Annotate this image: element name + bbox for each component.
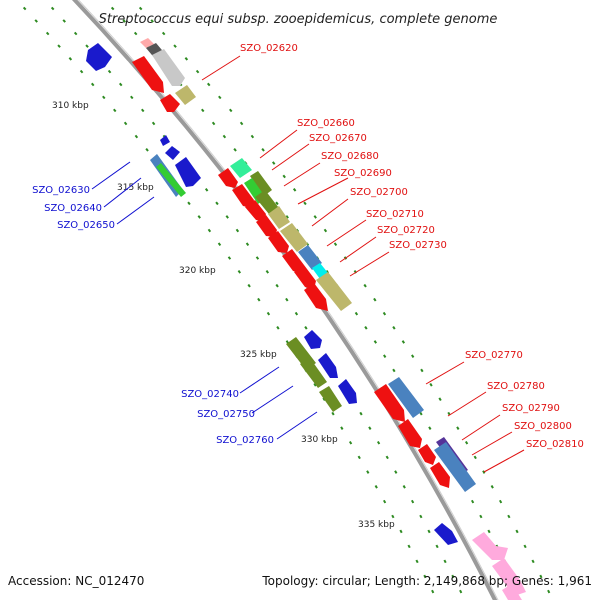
scale-label: 335 kbp	[358, 520, 395, 530]
gene-arrow[interactable]	[418, 444, 436, 465]
gene-arrow[interactable]	[502, 584, 522, 600]
forward-gene-labels: SZO_02620 SZO_02660 SZO_02670 SZO_02680 …	[240, 43, 584, 450]
gene-arrow[interactable]	[388, 377, 424, 418]
gene-arrow[interactable]	[156, 163, 186, 197]
gene-label[interactable]: SZO_02730	[389, 240, 447, 251]
gene-label[interactable]: SZO_02710	[366, 209, 424, 220]
gene-label[interactable]: SZO_02790	[502, 403, 560, 414]
gene-arrow[interactable]	[250, 171, 272, 196]
gene-label[interactable]: SZO_02800	[514, 421, 572, 432]
gene-arrow[interactable]	[132, 56, 164, 93]
scale-label: 325 kbp	[240, 350, 277, 360]
gene-arrow[interactable]	[304, 330, 322, 349]
gene-arrow[interactable]	[218, 168, 238, 188]
gene-arrow[interactable]	[86, 43, 112, 71]
gene-label[interactable]: SZO_02680	[321, 151, 379, 162]
guide-line	[15, 0, 439, 600]
gene-arrow[interactable]	[430, 462, 450, 488]
gene-arrow[interactable]	[398, 419, 422, 448]
gene-label[interactable]: SZO_02760	[216, 435, 274, 446]
scale-label: 310 kbp	[52, 101, 89, 111]
forward-strand-genes	[132, 38, 526, 600]
gene-arrow[interactable]	[232, 184, 254, 208]
gene-arrow[interactable]	[256, 215, 277, 237]
scale-label: 315 kbp	[117, 183, 154, 193]
scale-label: 320 kbp	[179, 266, 216, 276]
reverse-leader-lines	[91, 161, 318, 440]
gene-arrow[interactable]	[160, 135, 170, 146]
gene-label[interactable]: SZO_02750	[197, 409, 255, 420]
gene-label[interactable]: SZO_02810	[526, 439, 584, 450]
gene-arrow[interactable]	[230, 158, 252, 178]
guide-line	[43, 0, 467, 600]
gene-arrow[interactable]	[338, 379, 357, 404]
gene-label[interactable]: SZO_02630	[32, 185, 90, 196]
genome-backbone	[71, 0, 498, 600]
map-title: Streptococcus equi subsp. zooepidemicus,…	[99, 12, 498, 27]
gene-label[interactable]: SZO_02720	[377, 225, 435, 236]
gene-arrow[interactable]	[300, 358, 327, 388]
gene-arrow[interactable]	[175, 85, 196, 105]
gene-arrow[interactable]	[472, 532, 508, 560]
guide-line	[131, 0, 555, 600]
gene-arrow[interactable]	[280, 223, 308, 252]
accession-text: Accession: NC_012470	[8, 574, 145, 588]
gene-arrow[interactable]	[165, 146, 180, 160]
gene-label[interactable]: SZO_02690	[334, 168, 392, 179]
scale-label: 330 kbp	[301, 435, 338, 445]
gene-arrow[interactable]	[318, 353, 338, 378]
gene-arrow[interactable]	[245, 200, 266, 221]
gene-label[interactable]: SZO_02700	[350, 187, 408, 198]
scale-labels: 310 kbp 315 kbp 320 kbp 325 kbp 330 kbp …	[52, 101, 395, 530]
gene-arrow[interactable]	[282, 249, 304, 273]
gene-arrow[interactable]	[298, 245, 322, 270]
gene-arrow[interactable]	[175, 157, 201, 187]
reverse-gene-labels: SZO_02630 SZO_02640 SZO_02650 SZO_02740 …	[32, 185, 274, 446]
reverse-strand-genes	[86, 43, 458, 545]
gene-arrow[interactable]	[434, 523, 458, 545]
gene-arrow[interactable]	[152, 49, 185, 86]
gene-label[interactable]: SZO_02740	[181, 389, 239, 400]
genome-summary-text: Topology: circular; Length: 2,149,868 bp…	[262, 574, 592, 588]
gene-label[interactable]: SZO_02640	[44, 203, 102, 214]
gene-arrow[interactable]	[160, 94, 180, 112]
gene-arrow[interactable]	[316, 272, 352, 311]
gene-arrow[interactable]	[374, 384, 405, 422]
gene-label[interactable]: SZO_02650	[57, 220, 115, 231]
forward-leader-lines	[201, 55, 525, 473]
gene-arrow[interactable]	[304, 283, 328, 311]
gene-arrow[interactable]	[434, 442, 476, 492]
gene-label[interactable]: SZO_02770	[465, 350, 523, 361]
gene-label[interactable]: SZO_02670	[309, 133, 367, 144]
guide-lines	[15, 0, 555, 600]
gene-arrow[interactable]	[294, 265, 316, 289]
gene-arrow[interactable]	[268, 231, 289, 253]
gene-arrow[interactable]	[140, 38, 154, 48]
gene-arrow[interactable]	[492, 558, 526, 596]
gene-arrow[interactable]	[268, 206, 290, 229]
gene-label[interactable]: SZO_02780	[487, 381, 545, 392]
gene-label[interactable]: SZO_02620	[240, 43, 298, 54]
gene-label[interactable]: SZO_02660	[297, 118, 355, 129]
gene-arrow[interactable]	[319, 386, 342, 412]
